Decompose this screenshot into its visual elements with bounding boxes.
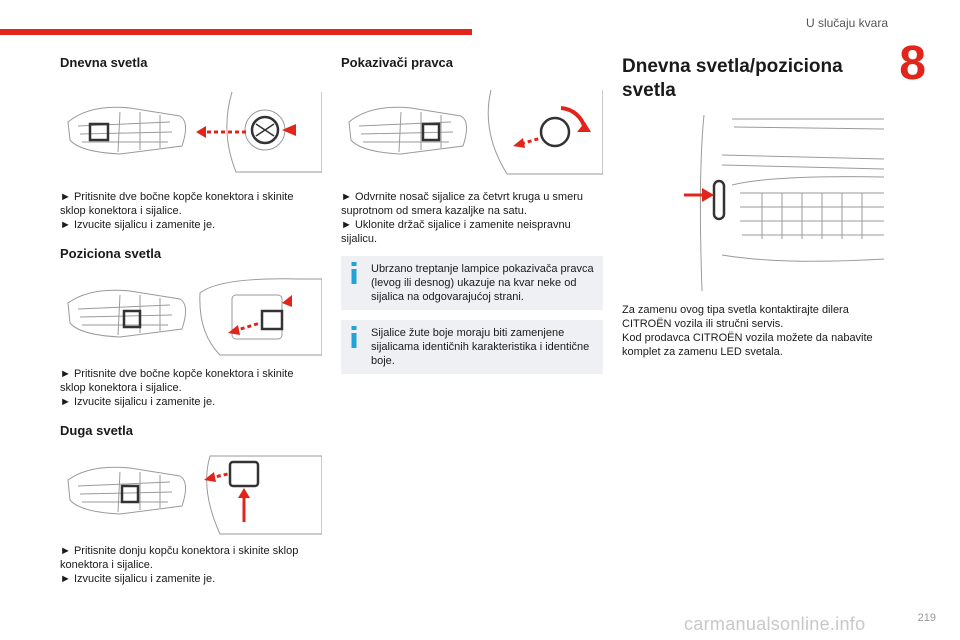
text-poziciona-step1: ► Pritisnite dve bočne kopče konektora i… (60, 368, 294, 394)
text-poziciona-step2: ► Izvucite sijalicu i zamenite je. (60, 396, 216, 408)
text-dnevna-step2: ► Izvucite sijalicu i zamenite je. (60, 219, 216, 231)
text-dnevna-poziciona-2: Kod prodavca CITROËN vozila možete da na… (622, 332, 873, 358)
illustration-turn-indicator (348, 89, 603, 175)
heading-pokazivaci-pravca: Pokazivači pravca (341, 55, 454, 70)
illustration-main-beam (67, 455, 322, 535)
note-text-yellow-bulbs: Sijalice žute boje moraju biti zamenjene… (371, 327, 590, 367)
text-pokazivaci-step2: ► Uklonite držač sijalice i zamenite nei… (341, 219, 571, 245)
watermark: carmanualsonline.info (684, 614, 866, 634)
text-duga-step1: ► Pritisnite donju kopču konektora i ski… (60, 545, 299, 571)
page-number: 219 (917, 612, 936, 624)
header-accent-bar (0, 29, 472, 35)
heading-dnevna-poziciona: Dnevna svetla/poziciona svetla (622, 56, 843, 101)
info-icon (351, 326, 357, 348)
section-title: U slučaju kvara (805, 16, 888, 30)
chapter-number: 8 (899, 37, 926, 90)
info-icon (351, 262, 357, 284)
text-pokazivaci-step1: ► Odvrnite nosač sijalice za četvrt krug… (341, 191, 583, 217)
text-dnevna-poziciona-1: Za zamenu ovog tipa svetla kontaktirajte… (622, 304, 849, 330)
info-note-flashing: Ubrzano treptanje lampice pokazivača pra… (341, 256, 603, 310)
note-text-flashing: Ubrzano treptanje lampice pokazivača pra… (371, 263, 594, 303)
column-right: Dnevna svetla/poziciona svetla Za zamenu… (622, 55, 884, 359)
column-middle: Pokazivači pravca ► Odvrnite nosač sijal… (341, 55, 603, 374)
heading-poziciona-svetla: Poziciona svetla (60, 246, 162, 261)
illustration-daytime-light (67, 91, 322, 173)
illustration-position-light (67, 278, 322, 356)
illustration-led-bumper (684, 115, 884, 291)
heading-duga-svetla: Duga svetla (60, 423, 133, 438)
heading-dnevna-svetla: Dnevna svetla (60, 55, 148, 70)
text-dnevna-step1: ► Pritisnite dve bočne kopče konektora i… (60, 191, 294, 217)
text-duga-step2: ► Izvucite sijalicu i zamenite je. (60, 573, 216, 585)
column-left: Dnevna svetla ► Pritisnite dve bočne kop… (60, 55, 322, 586)
info-note-yellow-bulbs: Sijalice žute boje moraju biti zamenjene… (341, 320, 603, 374)
